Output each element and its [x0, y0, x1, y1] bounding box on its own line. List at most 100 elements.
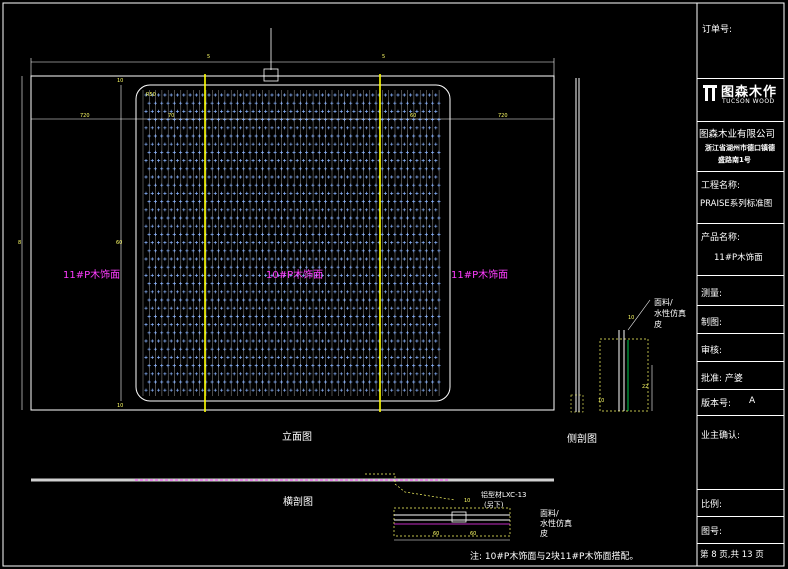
hatch-plus — [333, 323, 337, 327]
hatch-plus — [153, 216, 157, 220]
hatch-plus — [434, 191, 438, 195]
hatch-plus — [254, 167, 258, 171]
hatch-plus — [333, 273, 337, 277]
hatch-plus — [405, 314, 409, 318]
hatch-plus — [298, 282, 302, 286]
hatch-plus — [279, 167, 283, 171]
hatch-plus — [390, 355, 394, 359]
hatch-plus — [301, 323, 306, 327]
hatch-plus — [396, 257, 400, 261]
hatch-plus — [352, 339, 356, 343]
hatch-plus — [147, 167, 151, 171]
hatch-plus — [207, 355, 211, 359]
hatch-plus — [216, 249, 220, 253]
hatch-plus — [424, 183, 428, 187]
hatch-plus — [163, 273, 167, 277]
hatch-plus — [323, 232, 328, 236]
hatch-plus — [197, 265, 202, 269]
hatch-plus — [349, 167, 353, 171]
hatch-plus — [390, 241, 394, 245]
hatch-plus — [254, 347, 258, 351]
hatch-plus — [185, 200, 189, 204]
hatch-plus — [355, 134, 359, 138]
hatch-plus — [405, 150, 409, 154]
hatch-plus — [257, 93, 261, 97]
hatch-plus — [207, 273, 211, 277]
hatch-plus — [364, 93, 369, 97]
hatch-plus — [144, 208, 148, 212]
drawing-note: 注: 10#P木饰面与2块11#P木饰面搭配。 — [470, 552, 639, 562]
hatch-plus — [242, 298, 246, 302]
hatch-plus — [292, 118, 296, 122]
hatch-plus — [399, 282, 403, 286]
hatch-plus — [311, 134, 315, 138]
hatch-plus — [412, 331, 416, 335]
hatch-plus — [368, 331, 372, 335]
hatch-plus — [355, 331, 359, 335]
hatch-plus — [323, 118, 328, 122]
hatch-plus — [289, 241, 293, 245]
hatch-plus — [314, 159, 318, 163]
hatch-plus — [273, 265, 277, 269]
hatch-plus — [276, 257, 280, 261]
hatch-plus — [245, 109, 249, 113]
hatch-plus — [402, 372, 406, 376]
hatch-plus — [182, 339, 186, 343]
hatch-plus — [412, 167, 416, 171]
hatch-plus — [346, 273, 350, 277]
hatch-plus — [257, 126, 261, 130]
hatch-plus — [172, 364, 176, 368]
hatch-plus — [298, 314, 302, 318]
hatch-plus — [320, 257, 324, 261]
hatch-plus — [279, 331, 283, 335]
hatch-plus — [169, 273, 173, 277]
hatch-plus — [235, 200, 239, 204]
hatch-plus — [427, 372, 432, 376]
hatch-plus — [374, 314, 378, 318]
hatch-plus — [352, 159, 356, 163]
hatch-plus — [179, 134, 183, 138]
hatch-plus — [371, 372, 375, 376]
hatch-plus — [175, 290, 180, 294]
hatch-plus — [283, 142, 287, 146]
hatch-plus — [333, 126, 337, 130]
hatch-plus — [396, 355, 400, 359]
hatch-plus — [172, 216, 176, 220]
hatch-plus — [371, 339, 375, 343]
hatch-plus — [368, 101, 372, 105]
hatch-plus — [333, 208, 337, 212]
hatch-plus — [437, 380, 441, 384]
dim-inner-right: 60 — [410, 113, 417, 119]
hatch-plus — [405, 167, 409, 171]
hatch-plus — [245, 126, 249, 130]
hatch-plus — [166, 298, 170, 302]
hatch-plus — [421, 355, 425, 359]
hatch-plus — [172, 167, 176, 171]
hatch-plus — [232, 93, 236, 97]
hatch-plus — [342, 200, 346, 204]
hatch-plus — [238, 290, 243, 294]
hatch-plus — [166, 101, 170, 105]
hatch-plus — [320, 388, 324, 392]
hatch-plus — [342, 249, 346, 253]
hatch-plus — [254, 200, 258, 204]
hatch-plus — [153, 150, 157, 154]
hatch-plus — [339, 290, 343, 294]
hatch-plus — [349, 232, 353, 236]
hatch-plus — [144, 388, 148, 392]
hatch-plus — [361, 101, 365, 105]
hatch-plus — [194, 208, 198, 212]
hatch-plus — [396, 372, 400, 376]
hatch-plus — [251, 159, 255, 163]
hatch-plus — [169, 306, 173, 310]
hatch-plus — [232, 208, 236, 212]
hatch-plus — [437, 282, 441, 286]
hatch-plus — [355, 249, 359, 253]
hatch-plus — [251, 290, 255, 294]
hatch-plus — [323, 134, 328, 138]
hatch-plus — [352, 306, 356, 310]
hatch-plus — [185, 249, 189, 253]
hatch-plus — [147, 101, 151, 105]
hatch-plus — [188, 290, 192, 294]
hatch-plus — [232, 388, 236, 392]
